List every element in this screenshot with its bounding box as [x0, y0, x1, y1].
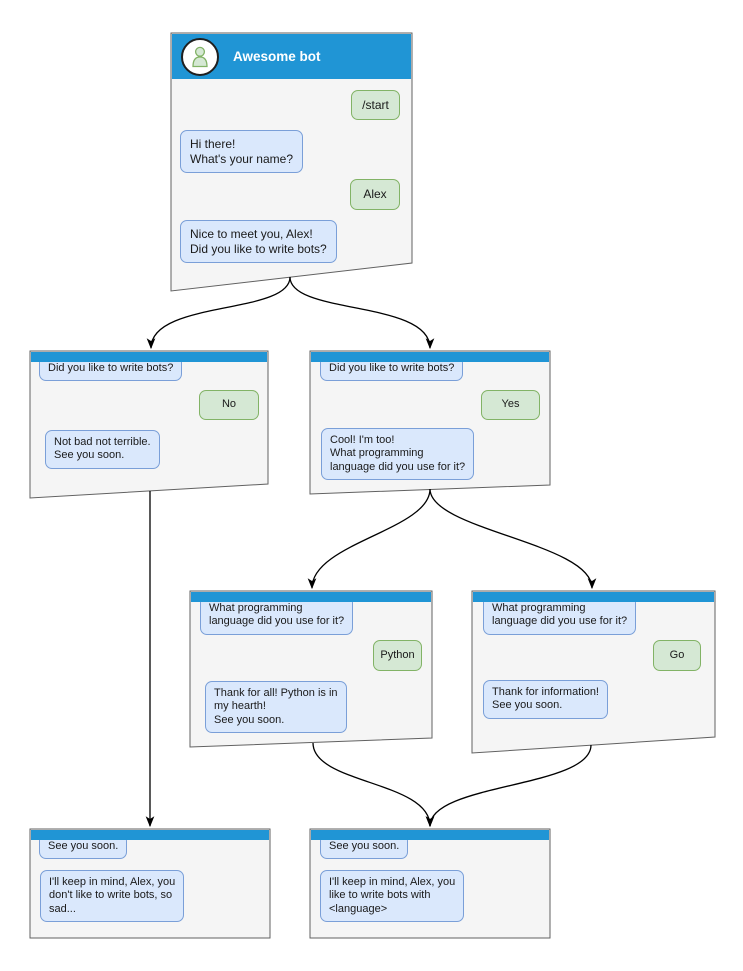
bot-message-see-you: See you soon.	[39, 834, 128, 860]
branch-no-header	[31, 352, 267, 362]
bot-message-nice-to-meet: Nice to meet you, Alex! Did you like to …	[180, 220, 337, 264]
user-message-no: No	[199, 390, 259, 420]
arrow-python-to-final	[312, 742, 435, 828]
root-window-title: Awesome bot	[233, 49, 321, 64]
user-message-python: Python	[373, 640, 422, 671]
final-no-header	[31, 830, 269, 840]
arrow-root-to-branch-yes	[289, 276, 435, 350]
person-icon	[192, 46, 208, 67]
arrow-root-to-branch-no	[146, 276, 291, 350]
final-language-header	[311, 830, 549, 840]
bot-message-not-bad: Not bad not terrible. See you soon.	[45, 430, 160, 469]
user-message-start: /start	[351, 90, 400, 120]
root-window-header: Awesome bot	[172, 34, 411, 79]
user-message-go: Go	[653, 640, 701, 671]
arrow-yes-to-go	[429, 488, 597, 590]
bot-message-cool: Cool! I'm too! What programming language…	[321, 428, 475, 481]
bot-message-language-q: What programming language did you use fo…	[483, 596, 637, 635]
bot-message-thanks-info: Thank for information! See you soon.	[483, 680, 608, 719]
bot-message-keep-in-mind-language: I'll keep in mind, Alex, you like to wri…	[320, 870, 465, 923]
user-message-yes: Yes	[481, 390, 540, 420]
bot-message-language-q: What programming language did you use fo…	[200, 596, 354, 635]
user-message-alex: Alex	[350, 179, 400, 210]
avatar	[181, 37, 219, 76]
arrow-yes-to-python	[307, 488, 431, 590]
arrow-go-to-final	[425, 744, 592, 828]
branch-yes-header	[311, 352, 549, 362]
bot-message-thanks-python: Thank for all! Python is in my hearth! S…	[205, 681, 347, 734]
bot-message-ask-name: Hi there! What's your name?	[180, 130, 304, 174]
bot-message-keep-in-mind-sad: I'll keep in mind, Alex, you don't like …	[40, 870, 185, 923]
branch-python-header	[191, 592, 431, 602]
branch-go-header	[473, 592, 714, 602]
